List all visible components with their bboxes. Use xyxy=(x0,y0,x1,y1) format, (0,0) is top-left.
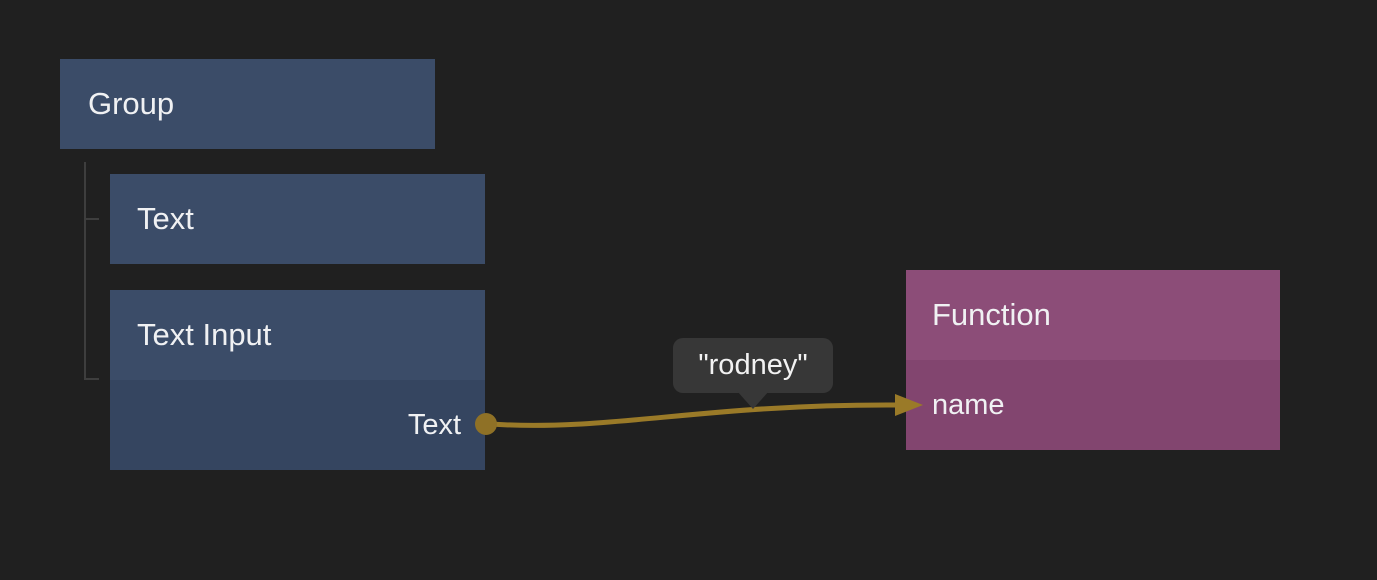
output-port-row: Text xyxy=(408,380,461,470)
wire-value-tooltip-tail xyxy=(737,391,769,409)
input-port-row: name xyxy=(932,360,1005,450)
node-text-input-title: Text Input xyxy=(137,317,272,352)
node-group-title: Group xyxy=(88,86,175,121)
tree-connector-vertical-line xyxy=(84,162,86,380)
node-text-title: Text xyxy=(137,201,194,236)
tree-connector-tick-text-node xyxy=(84,218,99,220)
connection-wire[interactable] xyxy=(489,402,898,428)
node-function[interactable]: Function name xyxy=(906,270,1280,450)
tree-connector-tick-text-input-node xyxy=(84,378,99,380)
node-text[interactable]: Text xyxy=(110,174,485,264)
node-group[interactable]: Group xyxy=(60,59,435,149)
wire-value-tooltip-text: "rodney" xyxy=(698,349,808,381)
wire-value-tooltip: "rodney" xyxy=(673,338,833,393)
node-text-input[interactable]: Text Input Text xyxy=(110,290,485,470)
node-function-title: Function xyxy=(932,297,1051,332)
output-port-label: Text xyxy=(407,408,461,441)
input-port-label: name xyxy=(932,388,1005,421)
